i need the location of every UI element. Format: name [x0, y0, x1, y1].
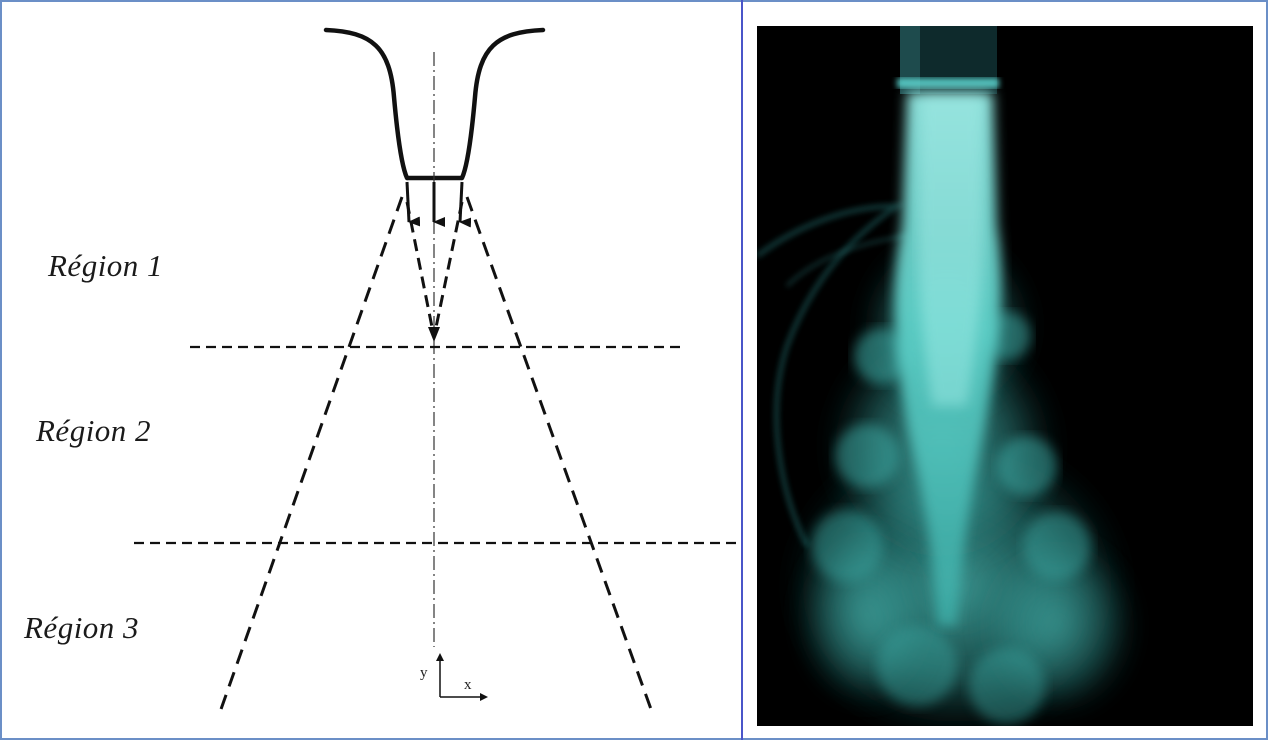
core-tip-arrow — [428, 327, 440, 342]
y-axis-label: y — [420, 665, 428, 682]
region-2-label: Région 2 — [36, 413, 151, 449]
x-axis-label: x — [464, 677, 472, 694]
nozzle-right-wall — [462, 30, 543, 178]
plume-image — [757, 26, 1253, 726]
jet-boundary-left — [220, 197, 402, 712]
core-boundary-left — [407, 202, 434, 337]
jet-regions-diagram: Région 1 Région 2 Région 3 y x — [2, 2, 741, 738]
nozzle-left-wall — [326, 30, 407, 178]
jet-boundary-right — [467, 197, 652, 712]
jet-plume-photo — [757, 26, 1253, 726]
panel-divider — [741, 0, 743, 740]
region-3-label: Région 3 — [24, 610, 139, 646]
region-1-label: Région 1 — [48, 248, 163, 284]
core-boundary-right — [434, 202, 462, 337]
